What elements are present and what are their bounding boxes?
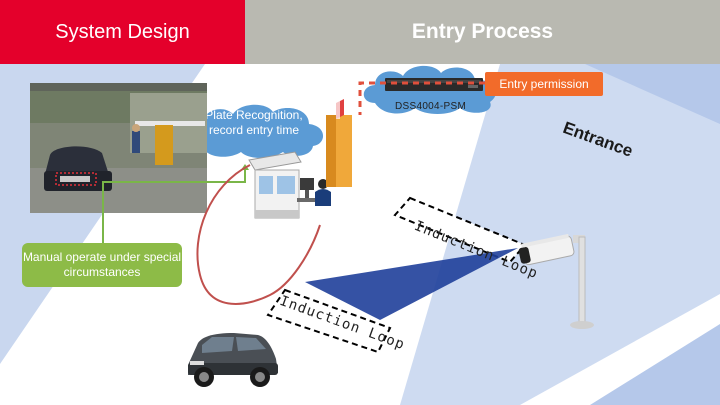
- camera-snapshot: [30, 83, 207, 213]
- anpr-camera-icon: [518, 233, 594, 329]
- tab-entry-process[interactable]: Entry Process: [245, 0, 720, 64]
- signal-line: [358, 81, 485, 115]
- plate-recognition-cloud: [191, 104, 324, 158]
- device-model-label: DSS4004-PSM: [395, 101, 467, 112]
- barrier-gate-icon: [326, 99, 352, 187]
- manual-operate-box: Manual operate under special circumstanc…: [22, 243, 182, 287]
- loop-wire: [196, 164, 321, 305]
- entry-permission-label: Entry permission: [485, 72, 603, 96]
- background-graphic: [0, 64, 720, 405]
- induction-loops: [266, 196, 527, 354]
- plate-recognition-text: Plate Recognition, record entry time: [205, 108, 303, 137]
- suv-car-icon: [188, 333, 278, 387]
- guard-booth-icon: [248, 151, 331, 219]
- nvr-device-icon: [385, 78, 483, 91]
- network-cloud: [363, 65, 496, 114]
- tab-system-design[interactable]: System Design: [0, 0, 245, 64]
